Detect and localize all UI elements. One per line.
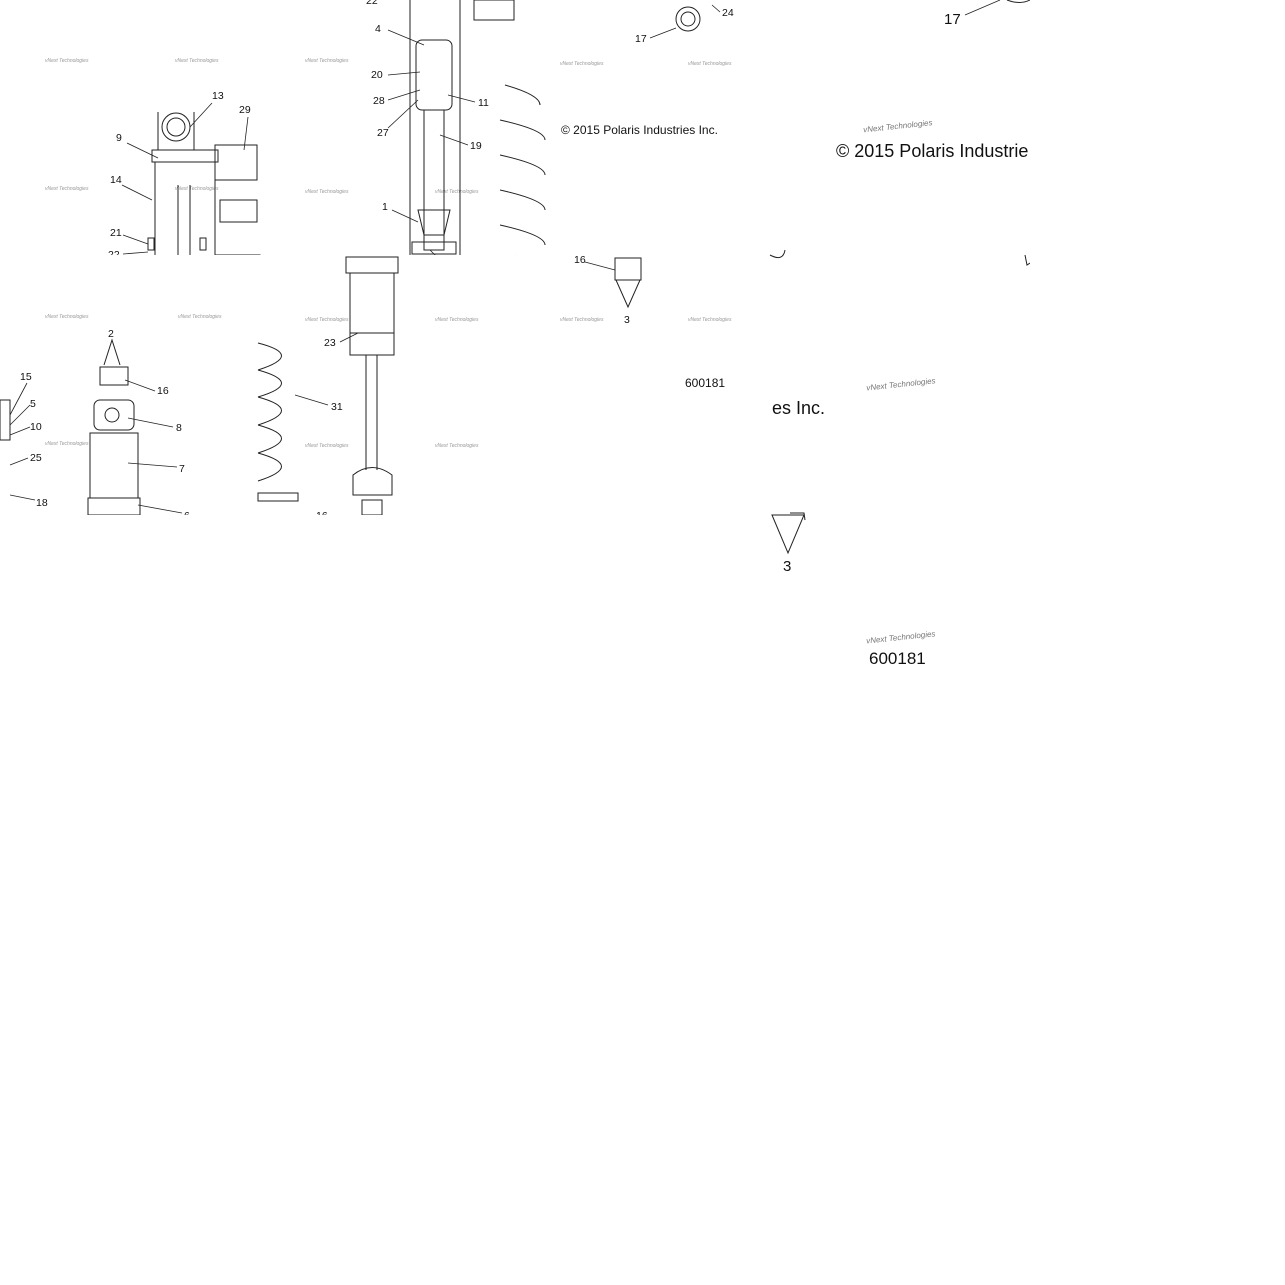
callout: 3 xyxy=(624,314,630,326)
diagram-number-large: 600181 xyxy=(869,649,926,668)
callout: 31 xyxy=(331,401,343,413)
callout: 22 xyxy=(366,0,378,7)
shock-assembly-upper-drawing: vNext Technologies vNext Technologies vN… xyxy=(45,0,734,270)
diagram-tile-zoom: vNext Technologies 17 © 2015 Polaris Ind… xyxy=(735,0,1030,270)
svg-text:vNext Technologies: vNext Technologies xyxy=(560,317,604,323)
copyright-small: © 2015 Polaris Industries Inc. xyxy=(561,123,718,137)
svg-text:vNext Technologies: vNext Technologies xyxy=(866,376,936,392)
svg-text:vNext Technologies: vNext Technologies xyxy=(866,629,936,645)
svg-text:vNext Technologies: vNext Technologies xyxy=(435,317,479,323)
svg-text:vNext Technologies: vNext Technologies xyxy=(175,58,219,64)
callout: 19 xyxy=(470,140,482,152)
callout: 7 xyxy=(179,463,185,475)
svg-text:vNext Technologies: vNext Technologies xyxy=(863,118,933,134)
bushing-top xyxy=(675,6,701,32)
callout-labels-bottom: 2 16 15 5 10 8 7 25 18 6 23 31 16 xyxy=(20,328,343,515)
svg-text:vNext Technologies: vNext Technologies xyxy=(435,443,479,449)
diagram-tile-bottom: vNext Technologies vNext Technologies vN… xyxy=(0,255,735,515)
callout: 16 xyxy=(157,385,169,397)
callout: 27 xyxy=(377,127,389,139)
svg-text:vNext Technologies: vNext Technologies xyxy=(560,61,604,67)
spring-lower xyxy=(257,342,299,502)
svg-text:vNext Technologies: vNext Technologies xyxy=(45,314,89,320)
svg-text:vNext Technologies: vNext Technologies xyxy=(305,317,349,323)
svg-text:vNext Technologies: vNext Technologies xyxy=(45,441,89,447)
callout-3-large: 3 xyxy=(783,558,792,575)
callout: 8 xyxy=(176,422,182,434)
svg-text:vNext Technologies: vNext Technologies xyxy=(175,186,219,192)
diagram-tile-top: vNext Technologies vNext Technologies vN… xyxy=(0,0,735,270)
watermark-zoom-2: vNext Technologies xyxy=(866,376,936,392)
callout: 13 xyxy=(212,90,224,102)
leader-lines-bottom xyxy=(9,332,359,514)
svg-text:vNext Technologies: vNext Technologies xyxy=(688,61,732,67)
callout: 6 xyxy=(184,510,190,515)
callout: 10 xyxy=(30,421,42,433)
callout-17-large: 17 xyxy=(944,11,961,28)
shock-shaft-center xyxy=(409,0,515,255)
insert-part-drawing: 16 3 xyxy=(574,254,642,326)
diagram-tile-zoom-bottom: vNext Technologies vNext Technologies es… xyxy=(760,355,1000,675)
svg-text:vNext Technologies: vNext Technologies xyxy=(305,443,349,449)
callout: 11 xyxy=(478,97,489,109)
callout: 2 xyxy=(108,328,114,340)
callout: 20 xyxy=(371,69,383,81)
watermark-group-bottom: vNext Technologies vNext Technologies vN… xyxy=(45,314,732,449)
callout: 1 xyxy=(382,201,388,213)
diagram-tile-insert: 16 3 xyxy=(560,250,730,330)
callout: 23 xyxy=(324,337,336,349)
copyright-fragment: es Inc. xyxy=(772,398,826,418)
svg-text:vNext Technologies: vNext Technologies xyxy=(305,58,349,64)
spring-partial xyxy=(499,84,546,246)
callout: 18 xyxy=(36,497,48,509)
shock-assembly-lower-drawing: vNext Technologies vNext Technologies vN… xyxy=(0,256,732,515)
svg-text:vNext Technologies: vNext Technologies xyxy=(45,58,89,64)
watermark-group: vNext Technologies vNext Technologies vN… xyxy=(45,58,732,195)
callout: 14 xyxy=(110,174,122,186)
callout: 25 xyxy=(30,452,42,464)
shock-lower-left xyxy=(0,338,141,515)
diagram-number-small: 600181 xyxy=(685,376,726,390)
callout: 16 xyxy=(574,254,586,266)
leader-lines xyxy=(121,4,721,270)
copyright-large: © 2015 Polaris Industrie xyxy=(836,141,1029,161)
watermark-zoom: vNext Technologies xyxy=(863,118,933,134)
reservoir-center xyxy=(345,256,399,515)
callout: 16 xyxy=(316,510,328,515)
callout: 29 xyxy=(239,104,251,116)
watermark-zoom-3: vNext Technologies xyxy=(866,629,936,645)
callout: 28 xyxy=(373,95,385,107)
callout: 21 xyxy=(110,227,122,239)
svg-text:vNext Technologies: vNext Technologies xyxy=(435,189,479,195)
svg-text:vNext Technologies: vNext Technologies xyxy=(178,314,222,320)
callout: 17 xyxy=(635,33,647,45)
callout: 24 xyxy=(722,7,734,19)
callout: 5 xyxy=(30,398,36,410)
zoomed-drawing-bottom: vNext Technologies vNext Technologies xyxy=(771,376,936,646)
callout: 4 xyxy=(375,23,381,35)
zoomed-drawing: vNext Technologies xyxy=(769,0,1030,266)
svg-text:vNext Technologies: vNext Technologies xyxy=(688,317,732,323)
callout: 9 xyxy=(116,132,122,144)
svg-text:vNext Technologies: vNext Technologies xyxy=(45,186,89,192)
callout: 15 xyxy=(20,371,32,383)
svg-text:vNext Technologies: vNext Technologies xyxy=(305,189,349,195)
